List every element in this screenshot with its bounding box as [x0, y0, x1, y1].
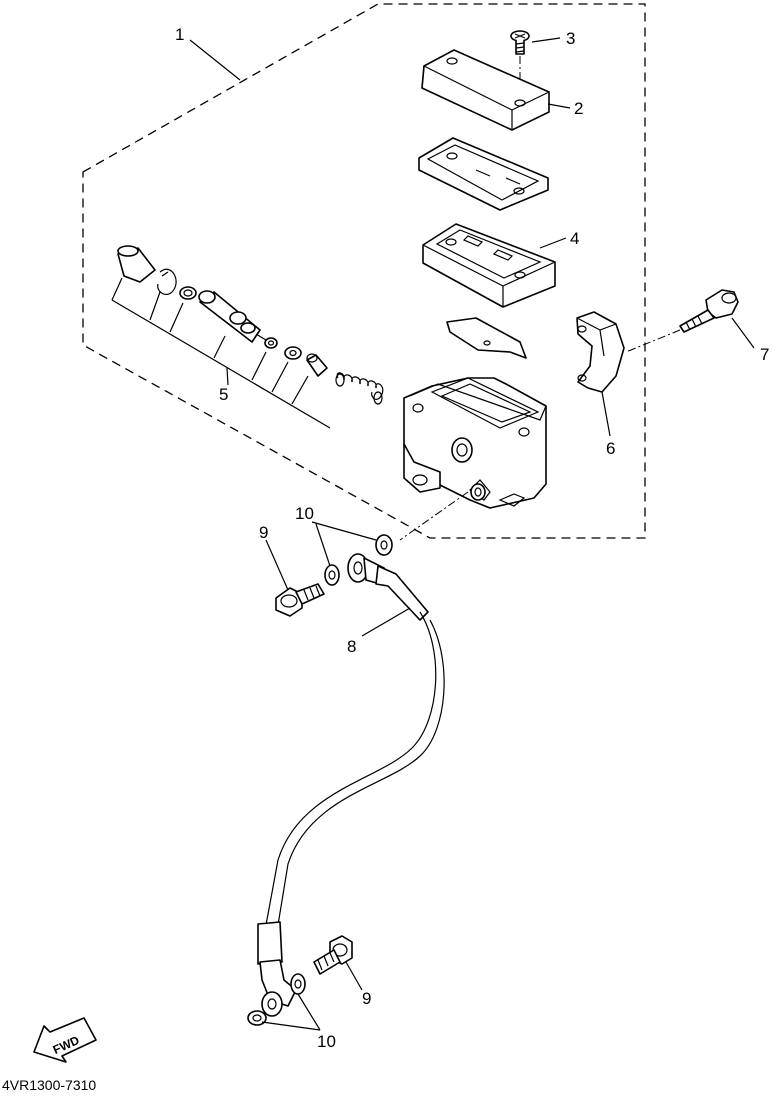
callout-1: 1 — [175, 25, 184, 44]
bolt-part-7 — [679, 289, 739, 333]
fwd-arrow-icon: FWD — [33, 1017, 97, 1063]
union-bolt-upper-part-9 — [275, 583, 325, 617]
axis-line-bolt — [625, 329, 681, 353]
callout-10-upper: 10 — [295, 504, 314, 523]
brake-hose-part-8 — [257, 553, 445, 1017]
piston-kit-part-5 — [117, 245, 384, 405]
reservoir-cap-part-2 — [421, 49, 550, 131]
diaphragm-plate — [418, 137, 549, 211]
part-5-leader-bracket — [111, 277, 331, 429]
diagram-code: 4VR1300-7310 — [2, 1077, 96, 1093]
callout-3: 3 — [566, 29, 575, 48]
axis-line-union — [399, 491, 469, 541]
master-cylinder-body — [403, 377, 547, 509]
callout-9-lower: 9 — [362, 989, 371, 1008]
callout-2: 2 — [574, 99, 583, 118]
callout-8: 8 — [347, 637, 356, 656]
union-bolt-lower-part-9 — [313, 935, 353, 975]
washers-lower-part-10 — [247, 973, 306, 1026]
washers-upper-part-10 — [324, 534, 393, 586]
assembly-boundary — [82, 3, 646, 539]
diaphragm-part-4 — [422, 223, 556, 308]
clamp-holder-part-6 — [576, 311, 625, 393]
callout-9-upper: 9 — [259, 523, 268, 542]
callout-4: 4 — [570, 229, 579, 248]
callout-10-lower: 10 — [317, 1032, 336, 1051]
callout-6: 6 — [606, 439, 615, 458]
callout-5: 5 — [219, 385, 228, 404]
leader-lines — [189, 37, 755, 1031]
float-plate — [446, 317, 527, 359]
callout-7: 7 — [760, 345, 769, 364]
